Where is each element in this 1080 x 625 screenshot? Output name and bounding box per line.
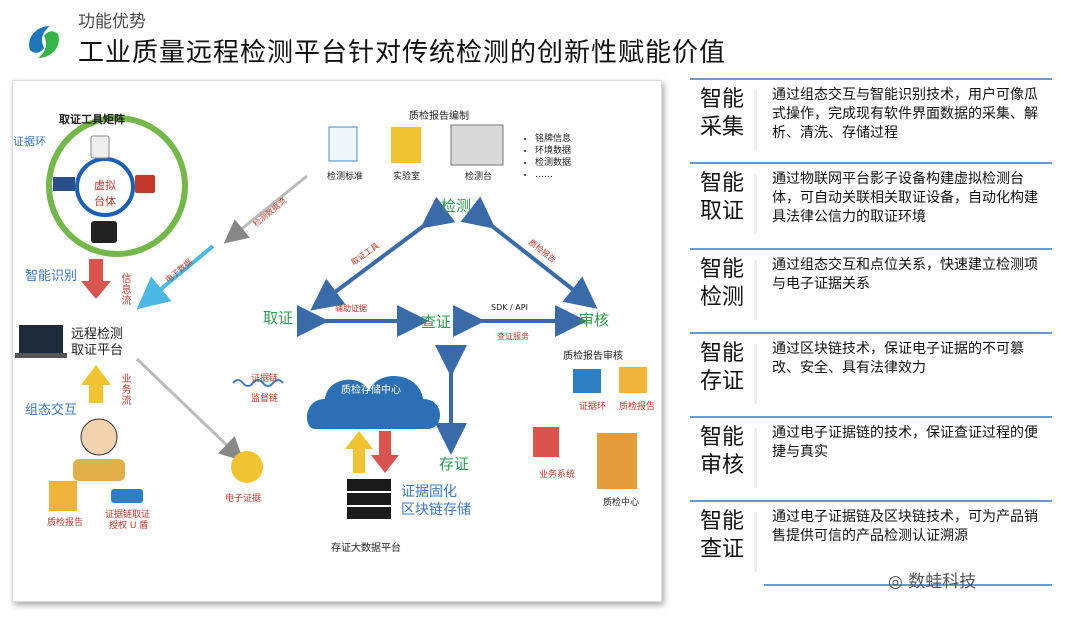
node-store: 存证 <box>439 455 470 473</box>
qc-report-left-label: 质检报告 <box>47 518 84 528</box>
laptop-icon <box>19 325 63 353</box>
feature-row: 智能存证 通过区块链技术，保证电子证据的不可篡改、安全、具有法律效力 <box>690 332 1052 414</box>
sdk-api-label: SDK / API <box>491 303 528 312</box>
row-bar <box>754 428 757 488</box>
virtual-bench-circle <box>75 157 135 217</box>
tool-ring <box>46 115 188 257</box>
feature-title: 智能存证 <box>700 341 745 394</box>
solidify-line1: 证据固化 <box>401 484 457 500</box>
feature-desc: 通过区块链技术，保证电子证据的不可篡改、安全、具有法律效力 <box>772 341 1024 376</box>
evidence-chain-label: 证据链 <box>251 374 279 384</box>
architecture-diagram: 取证工具矩阵 证据环 虚拟台体 智能识别 信息流 远程检测 取证平台 业务流 组… <box>12 80 662 602</box>
tablet-icon <box>90 135 110 159</box>
row-bar <box>754 344 757 404</box>
case-icon <box>91 221 117 243</box>
platform-line2: 取证平台 <box>71 343 124 358</box>
person-icon <box>80 418 118 456</box>
chain-wave <box>232 379 284 387</box>
feature-title: 智能取证 <box>700 171 745 224</box>
platform-line1: 远程检测 <box>71 327 124 342</box>
aux-evidence-label: 辅助证据 <box>335 304 367 313</box>
feature-desc: 通过组态交互和点位关系，快速建立检测项与电子证据关系 <box>772 257 1038 292</box>
info-item: 检测数据 <box>535 157 571 169</box>
detect-bench-label: 检测台 <box>465 172 493 182</box>
feature-title: 智能查证 <box>700 509 745 562</box>
bench-info-list: 铭牌信息 环境数据 检测数据 …… <box>523 133 571 181</box>
qc-center-label: 质检中心 <box>603 498 640 508</box>
feature-desc: 通过电子证据链的技术，保证查证过程的便捷与真实 <box>772 425 1038 460</box>
table-bottom-rule <box>764 584 1052 586</box>
feature-title: 智能采集 <box>700 87 745 140</box>
watermark-text: 数蛙科技 <box>908 572 977 592</box>
row-bar <box>754 90 757 150</box>
info-item: …… <box>535 169 571 181</box>
evidence-ring-r-label: 证据环 <box>579 402 607 412</box>
e-evidence-label: 电子证据 <box>225 494 262 504</box>
diagram-graphics <box>15 115 647 519</box>
feature-row: 智能取证 通过物联网平台影子设备构建虚拟检测台体，可自动关联相关取证设备，自动化… <box>690 162 1052 244</box>
feature-title: 智能检测 <box>700 257 745 310</box>
feature-row: 智能查证 通过电子证据链及区块链技术，可为产品销售提供可信的产品检测认证溯源 <box>690 500 1052 582</box>
biz-flow-arrow <box>81 365 111 403</box>
lab-label: 实验室 <box>393 172 421 182</box>
solidify-line2: 区块链存储 <box>401 502 471 518</box>
lab-icon <box>391 127 421 163</box>
feature-row: 智能采集 通过组态交互与智能识别技术，用户可像瓜式操作，完成现有软件界面数据的采… <box>690 78 1052 160</box>
usb-icon <box>111 489 143 503</box>
row-bar <box>754 260 757 320</box>
monitor-chain-label: 监督链 <box>251 394 279 404</box>
evidence-ring-label: 证据环 <box>13 135 46 148</box>
row-bar <box>754 512 757 572</box>
section-label: 功能优势 <box>78 12 146 32</box>
feature-desc: 通过组态交互与智能识别技术，用户可像瓜式操作，完成现有软件界面数据的采集、解析、… <box>772 87 1038 141</box>
usb-label-line1: 证据链取证 <box>105 510 151 520</box>
verify-service-label: 查证服务 <box>497 332 529 341</box>
server-icon <box>347 479 391 491</box>
report-audit-label: 质检报告审核 <box>563 351 623 362</box>
info-flow-arrow <box>81 259 111 299</box>
row-bar <box>754 174 757 234</box>
camera-icon <box>53 177 75 191</box>
config-interaction-label: 组态交互 <box>25 403 78 418</box>
usb-label-line2: 授权 U 盾 <box>109 521 149 531</box>
info-item: 环境数据 <box>535 145 571 157</box>
bench-icon <box>450 124 504 166</box>
standard-icon <box>328 126 358 162</box>
e-evidence-icon <box>231 451 263 483</box>
node-audit: 审核 <box>579 311 610 329</box>
qc-center-icon <box>597 433 637 489</box>
wechat-icon: ◎ <box>888 572 909 592</box>
feature-desc: 通过物联网平台影子设备构建虚拟检测台体，可自动关联相关取证设备，自动化构建具法律… <box>772 171 1038 225</box>
biz-flow-label: 业务流 <box>119 373 130 406</box>
node-verify: 查证 <box>421 313 452 331</box>
detect-standard-label: 检测标准 <box>327 172 364 182</box>
feature-row: 智能检测 通过组态交互和点位关系，快速建立检测项与电子证据关系 <box>690 248 1052 330</box>
watermark: ◎ 数蛙科技 <box>888 567 976 592</box>
biz-system-label: 业务系统 <box>539 470 576 480</box>
smart-recognition-label: 智能识别 <box>25 269 78 284</box>
info-flow-label: 信息流 <box>119 273 130 306</box>
report-icon <box>49 481 77 511</box>
feature-title: 智能审核 <box>700 425 745 478</box>
company-logo <box>29 26 59 58</box>
evidence-ring-icon <box>573 369 601 393</box>
virtual-bench-label: 虚拟台体 <box>94 179 116 208</box>
storage-cloud <box>306 376 441 429</box>
page-title: 工业质量远程检测平台针对传统检测的创新性赋能价值 <box>78 38 727 68</box>
feature-row: 智能审核 通过电子证据链的技术，保证查证过程的便捷与真实 <box>690 416 1052 498</box>
storage-center-label: 质检存储中心 <box>341 385 401 396</box>
big-data-platform-label: 存证大数据平台 <box>331 543 401 554</box>
tool-matrix-label: 取证工具矩阵 <box>59 113 125 126</box>
info-item: 铭牌信息 <box>535 133 571 145</box>
qc-report-r-label: 质检报告 <box>619 402 656 412</box>
report-check-icon <box>619 367 647 393</box>
feature-desc: 通过电子证据链及区块链技术，可为产品销售提供可信的产品检测认证溯源 <box>772 509 1038 544</box>
video-icon <box>135 175 155 193</box>
node-evidence: 取证 <box>263 309 294 327</box>
report-compile-label: 质检报告编制 <box>409 111 469 122</box>
node-detect: 检测 <box>441 197 472 215</box>
biz-system-icon <box>533 427 559 457</box>
